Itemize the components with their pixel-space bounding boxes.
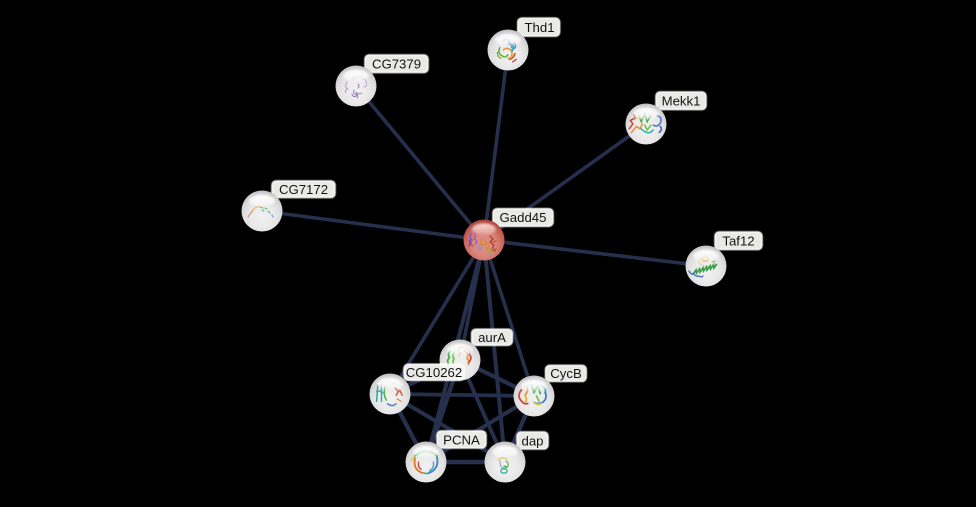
- svg-text:CG7172: CG7172: [279, 182, 328, 197]
- svg-text:PCNA: PCNA: [443, 432, 480, 447]
- svg-text:CG7379: CG7379: [372, 57, 421, 72]
- svg-text:Taf12: Taf12: [722, 234, 754, 249]
- svg-text:Thd1: Thd1: [524, 20, 554, 35]
- svg-text:aurA: aurA: [478, 330, 506, 345]
- svg-text:Mekk1: Mekk1: [662, 94, 701, 109]
- svg-text:CG10262: CG10262: [406, 365, 462, 380]
- svg-text:CycB: CycB: [550, 366, 582, 381]
- svg-text:Gadd45: Gadd45: [500, 210, 547, 225]
- svg-text:dap: dap: [521, 433, 543, 448]
